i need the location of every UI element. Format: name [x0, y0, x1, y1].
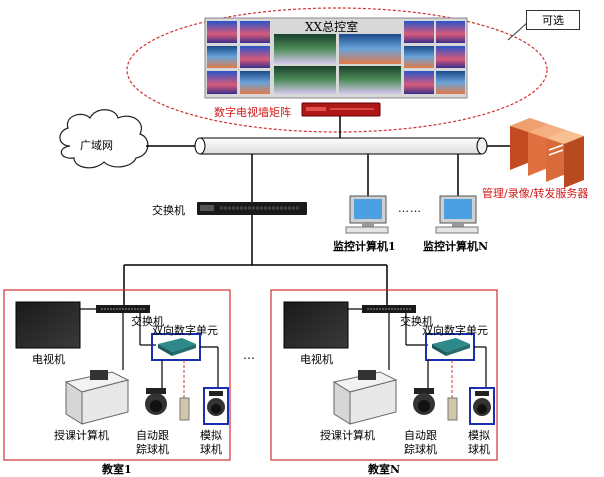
server-stack: [510, 118, 584, 188]
room1-lecture-pc-label: 授课计算机: [54, 429, 109, 442]
monitor-pc-1-device: [345, 195, 389, 234]
roomn-analog-label-1: 模拟: [468, 429, 490, 442]
video-wall: [204, 17, 468, 99]
room1-analog-label-1: 模拟: [200, 429, 222, 442]
room1-switch-label: 交换机: [131, 315, 164, 328]
optional-callout: 可选: [526, 10, 580, 30]
room1-dual-unit-label: 双向数字单元: [152, 324, 218, 337]
classroom-n: [270, 289, 498, 461]
wan-cloud: [59, 109, 149, 169]
roomn-auto-cam-label-2: 踪球机: [404, 443, 437, 456]
room1-auto-cam-label-1: 自动跟: [136, 429, 169, 442]
classroom-1: [3, 289, 231, 461]
roomn-auto-cam-label-1: 自动跟: [404, 429, 437, 442]
server-label: 管理/录像/转发服务器: [482, 187, 589, 200]
monitor-pc-n-device: [435, 195, 479, 234]
roomn-dual-unit-label: 双向数字单元: [422, 324, 488, 337]
monitor-ellipsis: ……: [398, 202, 422, 215]
roomn-switch-label: 交换机: [400, 315, 433, 328]
backbone-pipe: [194, 137, 488, 155]
roomn-lecture-pc-label: 授课计算机: [320, 429, 375, 442]
matrix-device: [301, 102, 381, 117]
monitor-pc-n-label: 监控计算机N: [423, 240, 489, 253]
roomn-tv-label: 电视机: [300, 353, 333, 366]
core-switch-device: [197, 202, 307, 215]
wan-label: 广域网: [80, 139, 113, 152]
monitor-pc-1-label: 监控计算机1: [333, 240, 396, 253]
core-switch-label: 交换机: [152, 204, 185, 217]
control-room-title: XX总控室: [305, 20, 359, 34]
roomn-analog-label-2: 球机: [468, 443, 490, 456]
room1-tv-label: 电视机: [32, 353, 65, 366]
classroom-between-ellipsis: …: [243, 348, 255, 362]
room1-auto-cam-label-2: 踪球机: [136, 443, 169, 456]
video-wall-matrix-label: 数字电视墙矩阵: [214, 106, 291, 119]
room1-analog-label-2: 球机: [200, 443, 222, 456]
room1-name: 教室1: [102, 463, 132, 476]
callout-pointer: [507, 21, 529, 41]
roomn-name: 教室N: [368, 463, 401, 476]
